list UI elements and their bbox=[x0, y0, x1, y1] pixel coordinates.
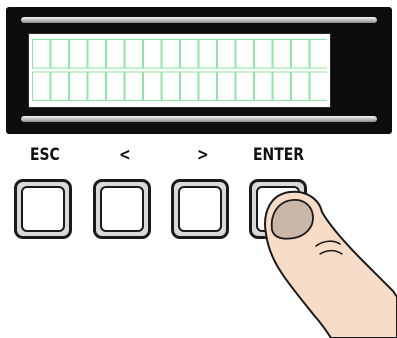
lcd-char-cell bbox=[33, 72, 51, 101]
left-arrow-button[interactable] bbox=[93, 179, 151, 239]
lcd-char-cell bbox=[162, 72, 180, 101]
left-key-label: < bbox=[119, 146, 131, 164]
lcd-char-cell bbox=[273, 72, 291, 101]
lcd-char-cell bbox=[292, 72, 310, 101]
lcd-char-cell bbox=[144, 72, 162, 101]
lcd-char-cell bbox=[199, 72, 217, 101]
lcd-char-cell bbox=[125, 72, 143, 101]
lcd-char-cell bbox=[51, 40, 69, 69]
esc-button-face bbox=[21, 186, 65, 232]
knuckle-crease-2 bbox=[320, 251, 342, 254]
lcd-char-cell bbox=[273, 40, 291, 69]
lcd-char-cell bbox=[107, 72, 125, 101]
lcd-char-cell bbox=[144, 40, 162, 69]
lcd-char-cell bbox=[292, 40, 310, 69]
esc-button[interactable] bbox=[14, 179, 72, 239]
lcd-char-cell bbox=[181, 40, 199, 69]
lcd-top-bezel bbox=[21, 17, 377, 23]
lcd-char-cell bbox=[310, 72, 327, 101]
lcd-char-cell bbox=[88, 40, 106, 69]
lcd-char-cell bbox=[218, 40, 236, 69]
lcd-char-cell bbox=[236, 40, 254, 69]
right-key-label: > bbox=[197, 146, 209, 164]
lcd-char-cell bbox=[33, 40, 51, 69]
lcd-char-cell bbox=[70, 40, 88, 69]
lcd-character-grid bbox=[32, 39, 327, 102]
enter-key-label: ENTER bbox=[253, 146, 304, 164]
lcd-bottom-bezel bbox=[21, 116, 377, 122]
left-arrow-button-face bbox=[100, 186, 144, 232]
lcd-char-cell bbox=[162, 40, 180, 69]
knuckle-crease bbox=[316, 241, 340, 246]
lcd-char-cell bbox=[125, 40, 143, 69]
lcd-char-cell bbox=[310, 40, 327, 69]
lcd-char-cell bbox=[88, 72, 106, 101]
enter-button[interactable] bbox=[249, 179, 307, 239]
lcd-screen bbox=[28, 33, 331, 108]
lcd-char-cell bbox=[107, 40, 125, 69]
lcd-char-cell bbox=[181, 72, 199, 101]
lcd-char-cell bbox=[236, 72, 254, 101]
enter-button-face bbox=[256, 186, 300, 232]
lcd-char-cell bbox=[199, 40, 217, 69]
esc-key-label: ESC bbox=[30, 146, 60, 164]
lcd-char-cell bbox=[255, 72, 273, 101]
lcd-char-cell bbox=[255, 40, 273, 69]
right-arrow-button-face bbox=[178, 186, 222, 232]
lcd-display-panel bbox=[6, 7, 392, 134]
lcd-char-cell bbox=[51, 72, 69, 101]
lcd-char-cell bbox=[218, 72, 236, 101]
lcd-char-cell bbox=[70, 72, 88, 101]
right-arrow-button[interactable] bbox=[171, 179, 229, 239]
